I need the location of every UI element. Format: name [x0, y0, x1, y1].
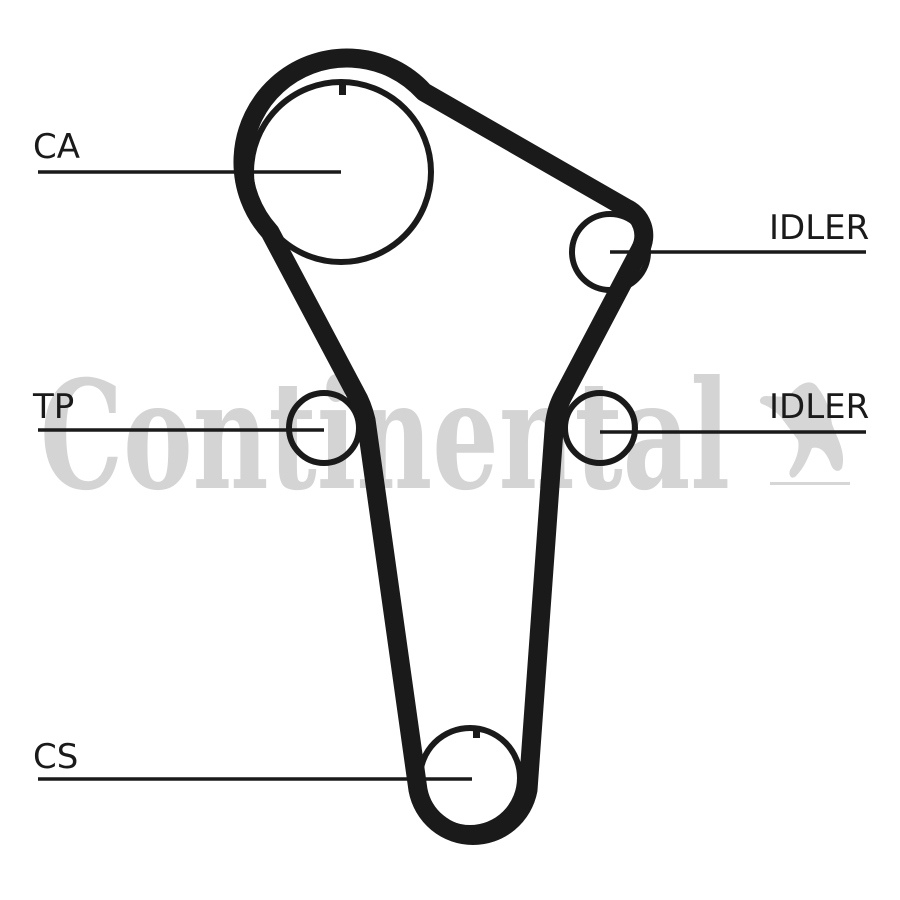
idler-lower-pulley	[562, 390, 638, 466]
horse-logo-icon	[759, 382, 850, 485]
idler-upper-label: IDLER	[769, 208, 870, 248]
tp-pulley	[286, 390, 362, 466]
cs-label: CS	[33, 737, 79, 777]
tp-label: TP	[33, 387, 75, 427]
idler-lower-label: IDLER	[769, 387, 870, 427]
ca-label: CA	[33, 127, 80, 167]
timing-belt	[233, 48, 654, 845]
ca-timing-mark	[339, 82, 346, 95]
cs-timing-mark	[473, 726, 480, 738]
